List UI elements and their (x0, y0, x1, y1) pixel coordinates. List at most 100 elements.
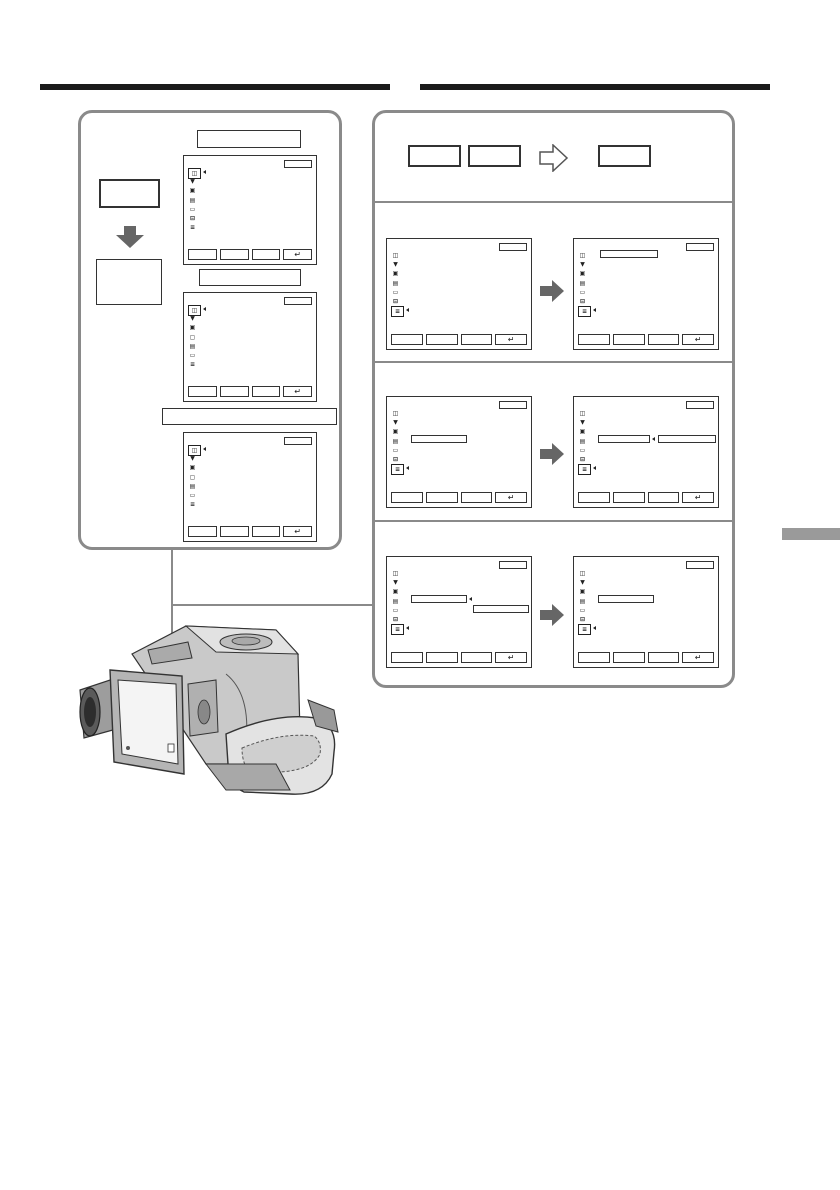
lcd-button[interactable] (188, 386, 217, 397)
lcd-button[interactable] (578, 652, 610, 663)
lcd-button[interactable] (647, 652, 680, 663)
lcd-button[interactable] (425, 334, 458, 345)
lcd-button[interactable] (251, 249, 281, 260)
section-tab (782, 528, 840, 540)
lcd-screen-2: ◫ ▼ ▣ ▢ ▤ ▭ ≡ ↵ (183, 292, 317, 402)
setup-icon: ⊟ (579, 297, 586, 305)
lcd-button[interactable] (647, 334, 680, 345)
lcd-screen-1: ◫ ▼ ▣ ▤ ▭ ⊟ ≡ ↵ (183, 155, 317, 265)
lcd-button[interactable] (578, 492, 610, 503)
lcd-settings-icon: ▤ (392, 597, 399, 605)
lcd-step1-after: ◫ ▼ ▣ ▤ ▭ ⊟ ≡ ↵ (573, 238, 719, 350)
menu-option-highlight (658, 435, 716, 443)
lcd-button[interactable] (391, 492, 423, 503)
camera-menu-icon: ◫ (188, 305, 206, 316)
lcd-settings-icon: ▤ (189, 196, 196, 204)
lcd-step3-after: ◫ ▼ ▣ ▤ ▭ ⊟ ≡ ↵ (573, 556, 719, 668)
button-box-1[interactable] (408, 145, 461, 167)
lcd-button-row: ↵ (578, 652, 714, 663)
setup-icon: ▭ (189, 491, 196, 499)
tape-icon: ▤ (189, 482, 196, 490)
lcd-button[interactable] (460, 652, 493, 663)
battery-indicator (284, 437, 312, 445)
tape-icon: ▤ (189, 342, 196, 350)
lcd-step3-before: ◫ ▼ ▣ ▤ ▭ ⊟ ≡ ↵ (386, 556, 532, 668)
lcd-button[interactable] (219, 526, 249, 537)
return-button[interactable]: ↵ (495, 492, 527, 503)
battery-indicator (499, 561, 527, 569)
memory-icon: ▣ (579, 270, 586, 278)
lcd-settings-icon: ▤ (579, 437, 586, 445)
lcd-step2-before: ◫ ▼ ▣ ▤ ▭ ⊟ ≡ ↵ (386, 396, 532, 508)
battery-indicator (686, 243, 714, 251)
lcd-button[interactable] (425, 652, 458, 663)
menu-button-box[interactable] (99, 179, 160, 208)
etc-icon: ≡ (578, 464, 596, 476)
battery-indicator (499, 401, 527, 409)
return-button[interactable]: ↵ (682, 652, 714, 663)
button-box-3[interactable] (598, 145, 651, 167)
return-button[interactable]: ↵ (495, 652, 527, 663)
lcd-button[interactable] (391, 652, 423, 663)
battery-indicator (686, 401, 714, 409)
lcd-button[interactable] (612, 492, 645, 503)
lcd-button[interactable] (391, 334, 423, 345)
camera-menu-icon: ◫ (188, 168, 206, 179)
lcd-step1-before: ◫ ▼ ▣ ▤ ▭ ⊟ ≡ ↵ (386, 238, 532, 350)
cassette-icon: ▼ (580, 579, 585, 587)
camcorder-illustration (79, 625, 339, 795)
right-panel-divider-3 (374, 520, 733, 522)
lcd-button[interactable] (251, 526, 281, 537)
lcd-button[interactable] (188, 249, 217, 260)
display-label-box (96, 259, 162, 305)
cassette-icon: ▼ (580, 261, 585, 269)
return-button[interactable]: ↵ (283, 249, 312, 260)
etc-icon: ≡ (189, 361, 196, 369)
lcd-button[interactable] (219, 386, 249, 397)
memory-icon: ▣ (579, 428, 586, 436)
menu-item-highlight (598, 435, 655, 443)
setup-icon: ⊟ (392, 455, 399, 463)
lcd-button-row: ↵ (188, 249, 312, 260)
setup-icon: ⊟ (392, 615, 399, 623)
lcd-button-row: ↵ (188, 526, 312, 537)
return-button[interactable]: ↵ (283, 386, 312, 397)
setup-icon: ⊟ (392, 297, 399, 305)
etc-icon: ≡ (578, 306, 596, 318)
lcd-button[interactable] (612, 334, 645, 345)
setup-icon: ⊟ (189, 214, 196, 222)
outline-right-arrow-icon (539, 144, 569, 172)
camera-menu-icon: ◫ (579, 410, 586, 417)
cassette-icon: ▼ (190, 455, 195, 463)
return-button[interactable]: ↵ (283, 526, 312, 537)
lcd-button[interactable] (647, 492, 680, 503)
memory-icon: ▣ (189, 324, 196, 332)
menu-item-highlight (411, 595, 472, 603)
tape-icon: ▭ (392, 446, 399, 454)
button-box-2[interactable] (468, 145, 521, 167)
camera-menu-icon: ◫ (188, 445, 206, 456)
lcd-button[interactable] (188, 526, 217, 537)
memory-icon: ▣ (392, 428, 399, 436)
lcd-settings-icon: ▢ (189, 333, 196, 341)
lcd-button[interactable] (578, 334, 610, 345)
menu-label-box-wide (162, 408, 337, 425)
lcd-button[interactable] (460, 334, 493, 345)
menu-item-highlight (411, 435, 467, 443)
lcd-button[interactable] (425, 492, 458, 503)
return-button[interactable]: ↵ (682, 334, 714, 345)
lcd-button[interactable] (251, 386, 281, 397)
lcd-button[interactable] (460, 492, 493, 503)
return-button[interactable]: ↵ (495, 334, 527, 345)
lcd-button[interactable] (219, 249, 249, 260)
lcd-button-row: ↵ (391, 492, 527, 503)
return-button[interactable]: ↵ (682, 492, 714, 503)
lcd-step2-after: ◫ ▼ ▣ ▤ ▭ ⊟ ≡ ↵ (573, 396, 719, 508)
lcd-settings-icon: ▢ (189, 473, 196, 481)
cassette-icon: ▼ (580, 419, 585, 427)
memory-icon: ▣ (579, 588, 586, 596)
etc-icon: ≡ (189, 501, 196, 509)
etc-icon: ≡ (578, 624, 596, 636)
lcd-button[interactable] (612, 652, 645, 663)
cassette-icon: ▼ (190, 315, 195, 323)
